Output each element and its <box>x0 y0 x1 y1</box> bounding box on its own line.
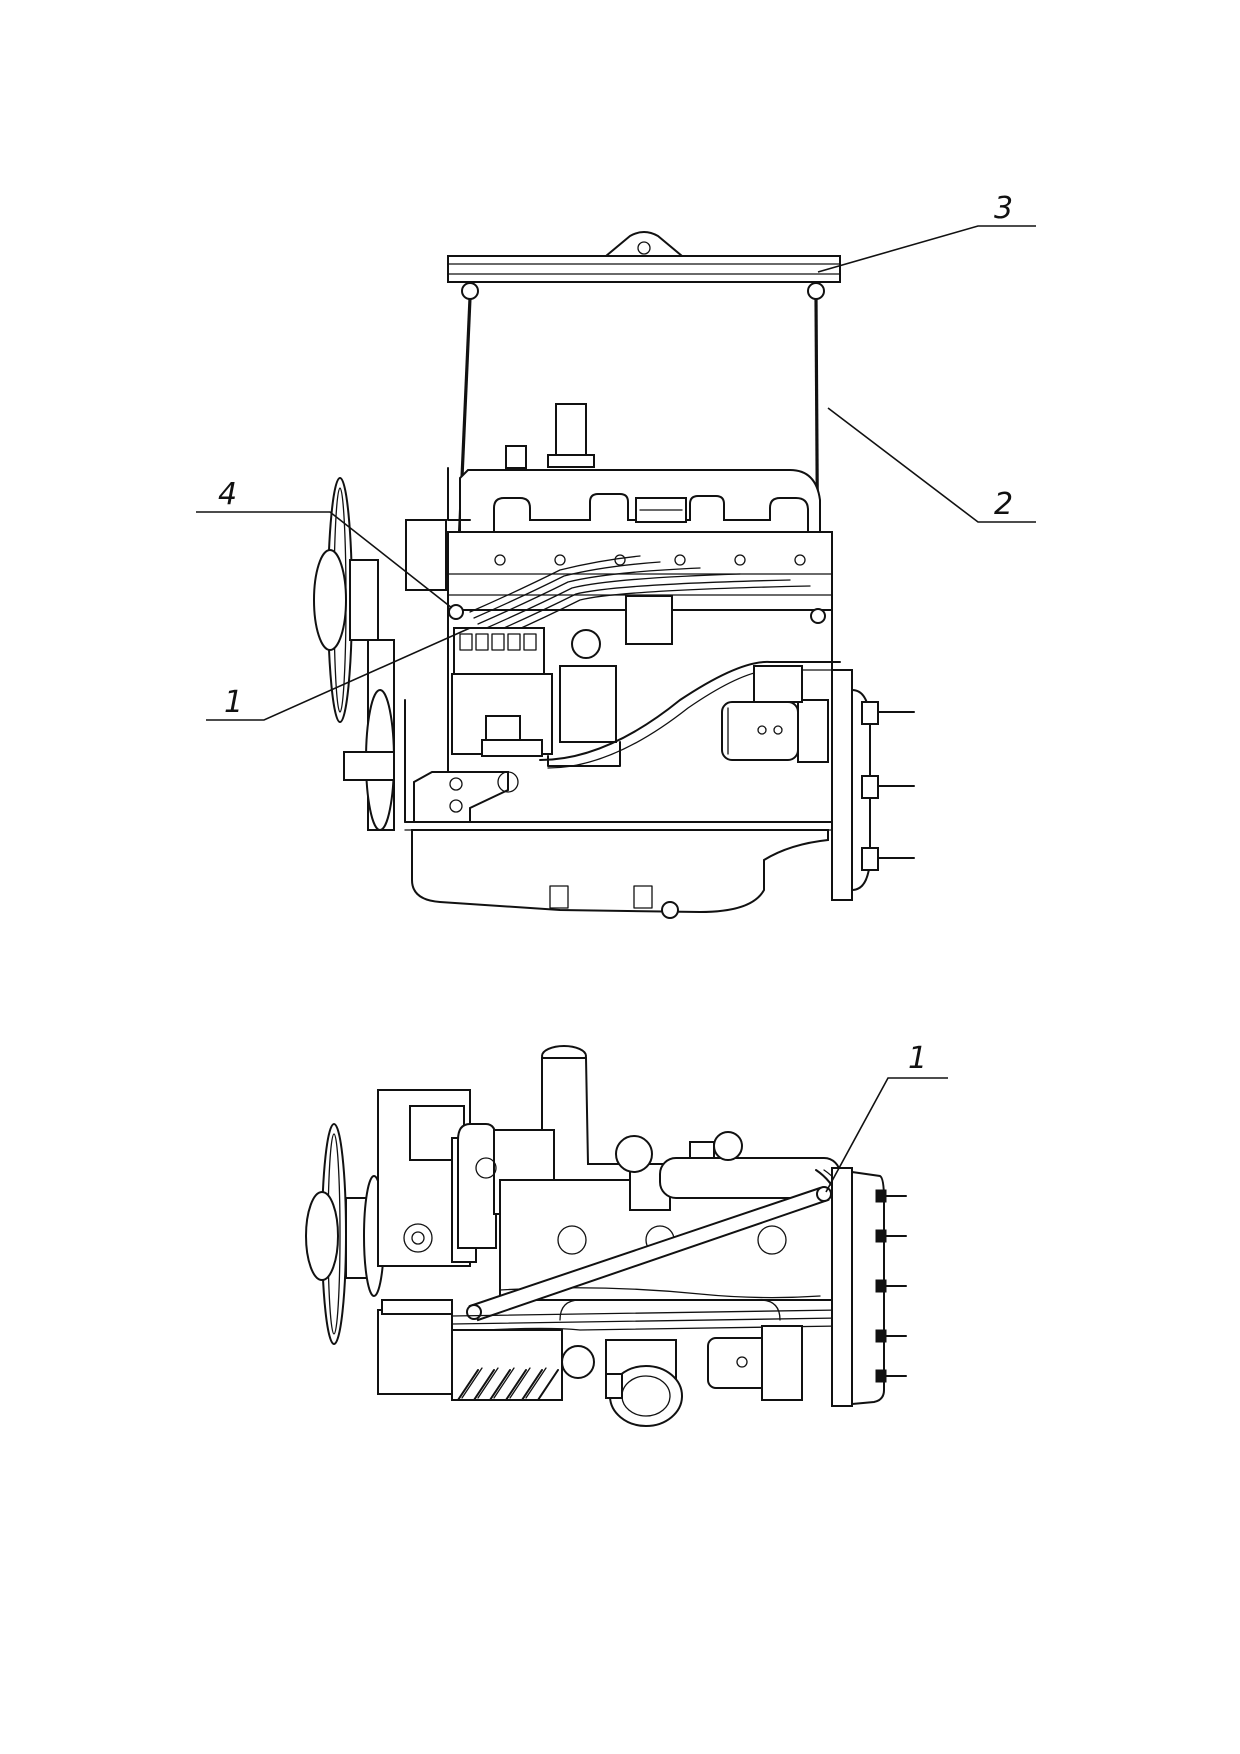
flywheel-housing <box>831 669 915 901</box>
fuel-pipe-and-starter <box>539 660 841 769</box>
oil-pan <box>411 829 829 919</box>
cylinder-head <box>447 403 821 533</box>
callout-4: 4 <box>218 477 237 512</box>
callout-1-bottom: 1 <box>908 1041 927 1076</box>
front-housing <box>377 1089 497 1395</box>
lifting-beam <box>447 231 841 300</box>
callout-1-top: 1 <box>224 685 243 720</box>
engine-mount-bracket <box>413 771 519 823</box>
injection-pump <box>451 595 673 767</box>
fuel-injection-lines <box>469 554 811 643</box>
front-pulley-fan <box>313 477 395 831</box>
callout-2: 2 <box>994 487 1013 522</box>
engine-side-view-with-lifting-beam: 3 2 4 1 <box>196 191 1036 919</box>
front-pulley-fan-bottom <box>305 1123 385 1345</box>
injection-pump-top <box>451 1329 683 1427</box>
callout-leader-bottom <box>825 1077 948 1193</box>
starter-top <box>707 1325 803 1401</box>
lifting-eye-front <box>448 604 464 620</box>
callout-leaders-top <box>196 225 1036 721</box>
flywheel-housing-top <box>831 1167 907 1407</box>
engine-top-view: 1 <box>305 1041 948 1427</box>
callout-3: 3 <box>994 191 1013 226</box>
lifting-eye-rear <box>810 608 826 624</box>
